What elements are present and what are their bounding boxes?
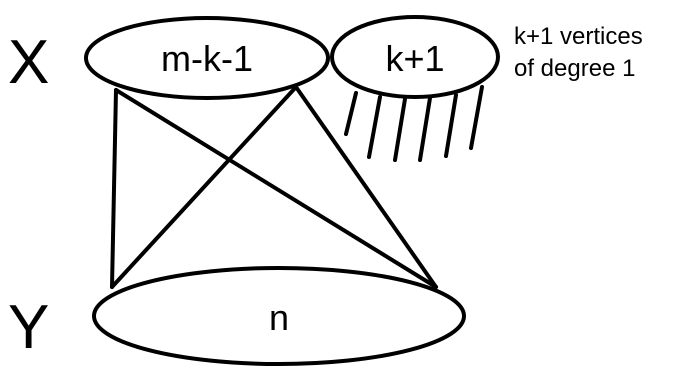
node-label-m-k-1: m-k-1 [161,38,253,79]
set-y-label: Y [8,293,49,362]
node-label-k-plus-1: k+1 [385,38,444,79]
partition-ellipse-n [92,266,466,366]
edge-right-to-right-bottom [294,85,438,289]
edge-left-vertical [110,88,118,289]
annotation-line-1: k+1 vertices [514,23,643,50]
pendant-edge [393,97,407,162]
pendant-edge [367,95,382,159]
node-label-n: n [269,297,289,338]
set-x-label: X [8,28,49,97]
partition-ellipse-k-plus-1 [330,15,500,99]
edge-right-to-left-bottom [110,85,298,289]
pendant-edge [444,93,458,158]
annotation-line-2: of degree 1 [514,55,635,82]
partition-ellipse-m-k-1 [84,16,330,100]
edge-left-to-right-bottom [114,88,438,289]
pendant-edges [344,85,484,162]
pendant-edge [469,85,484,150]
pendant-edge [418,96,432,162]
pendant-edge [344,91,358,136]
